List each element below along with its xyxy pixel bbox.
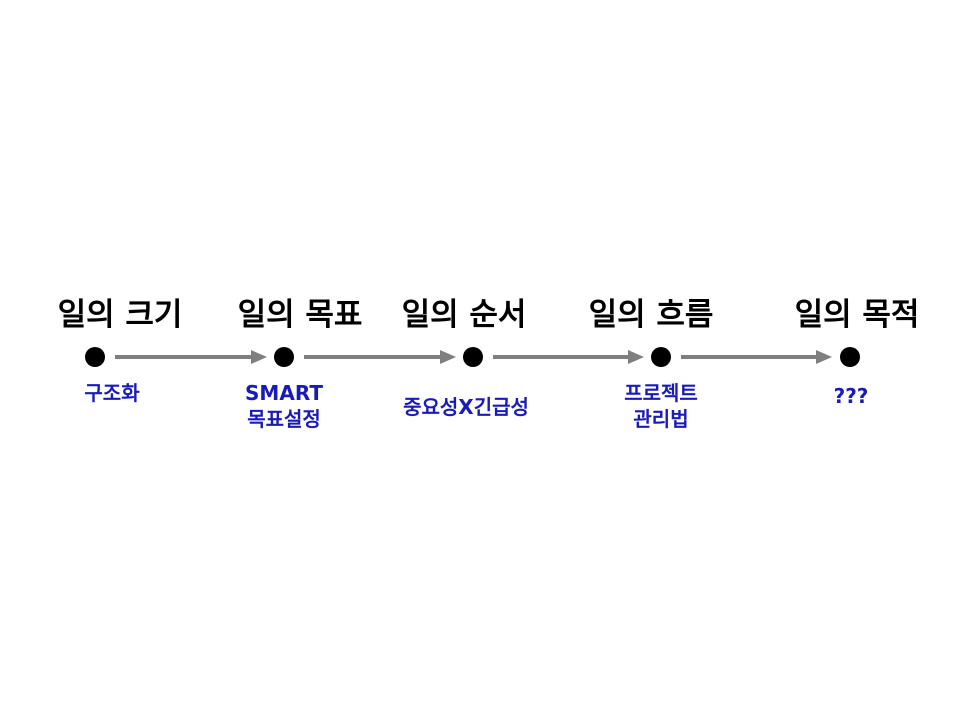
arrow-head xyxy=(440,350,456,364)
stage-title-goal: 일의 목표 xyxy=(237,297,363,333)
method-smart-goal: SMART 목표설정 xyxy=(245,380,323,432)
stage-title-purpose: 일의 목적 xyxy=(794,297,920,333)
method-structuring: 구조화 xyxy=(84,380,139,406)
arrow-1-2 xyxy=(115,350,267,364)
arrow-4-5 xyxy=(681,350,832,364)
method-line: SMART xyxy=(245,381,323,405)
timeline-dot-5 xyxy=(840,347,860,367)
arrow-shaft xyxy=(681,355,818,359)
arrow-shaft xyxy=(115,355,253,359)
timeline-dot-3 xyxy=(463,347,483,367)
method-line: 관리법 xyxy=(633,407,689,431)
method-line: 구조화 xyxy=(84,381,140,405)
timeline-dot-1 xyxy=(85,347,105,367)
method-unknown: ??? xyxy=(834,383,869,409)
method-importance-urgency: 중요성X긴급성 xyxy=(403,394,529,420)
timeline-dot-2 xyxy=(274,347,294,367)
method-line: 목표설정 xyxy=(247,407,321,431)
stage-title-order: 일의 순서 xyxy=(401,297,527,333)
method-line: 중요성X긴급성 xyxy=(403,395,529,419)
arrow-2-3 xyxy=(304,350,456,364)
arrow-shaft xyxy=(304,355,442,359)
arrow-shaft xyxy=(493,355,630,359)
stage-title-flow: 일의 흐름 xyxy=(588,297,714,333)
method-project-management: 프로젝트 관리법 xyxy=(624,380,698,432)
method-line: 프로젝트 xyxy=(624,381,698,405)
arrow-3-4 xyxy=(493,350,644,364)
timeline-dot-4 xyxy=(651,347,671,367)
arrow-head xyxy=(628,350,644,364)
arrow-head xyxy=(251,350,267,364)
arrow-head xyxy=(816,350,832,364)
stage-title-size: 일의 크기 xyxy=(57,297,183,333)
method-line: ??? xyxy=(833,384,869,408)
